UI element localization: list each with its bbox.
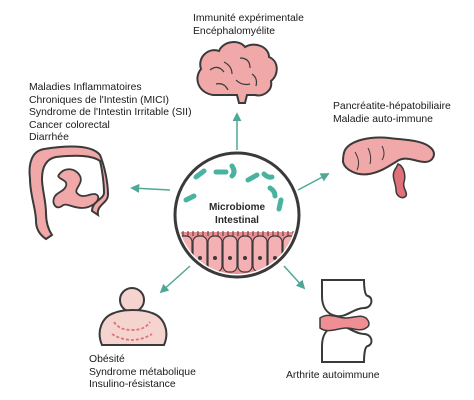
arrow-to-body (159, 265, 191, 294)
connection-arrows (130, 112, 330, 294)
bacteria-icons (183, 163, 284, 212)
arrow-to-intestine (130, 183, 171, 193)
body-condition-3: Insulino-résistance (89, 379, 176, 391)
arrow-to-joint (283, 265, 306, 290)
body-condition-1: Obésité (89, 354, 125, 365)
intestine-condition-5: Diarrhée (29, 132, 69, 144)
pancreas-conditions: Pancréatite-hépatobiliaire Maladie auto-… (333, 101, 451, 126)
brain-condition-2: Encéphalomyélite (193, 25, 276, 37)
pancreas-icon (341, 136, 435, 199)
pancreas-condition-2: Maladie auto-immune (333, 113, 433, 125)
joint-icon (319, 279, 373, 363)
intestinal-villi (178, 231, 296, 274)
body-conditions: Obésité Syndrome métabolique Insulino-ré… (89, 354, 196, 392)
microbiome-circle: Microbiome Intestinal (173, 151, 301, 279)
body-icon (98, 287, 168, 346)
joint-condition-1: Arthrite autoimmune (286, 370, 380, 381)
center-title-line1: Microbiome (209, 202, 266, 213)
joint-conditions: Arthrite autoimmune (286, 370, 380, 383)
center-title-line2: Intestinal (215, 215, 259, 226)
intestine-conditions: Maladies Inflammatoires Chroniques de l'… (29, 82, 192, 145)
brain-condition-1: Immunité expérimentale (193, 13, 304, 24)
intestine-condition-4: Cancer colorectal (29, 119, 110, 131)
brain-icon (196, 41, 278, 104)
pancreas-condition-1: Pancréatite-hépatobiliaire (333, 101, 451, 112)
intestine-condition-1: Maladies Inflammatoires (29, 82, 142, 93)
arrow-to-pancreas (297, 173, 330, 191)
intestine-icon (28, 145, 110, 241)
intestine-condition-3: Syndrome de l'Intestin Irritable (SII) (29, 107, 192, 119)
intestine-condition-2: Chroniques de l'Intestin (MICI) (29, 94, 170, 106)
brain-conditions: Immunité expérimentale Encéphalomyélite (193, 13, 304, 38)
body-condition-2: Syndrome métabolique (89, 366, 196, 378)
